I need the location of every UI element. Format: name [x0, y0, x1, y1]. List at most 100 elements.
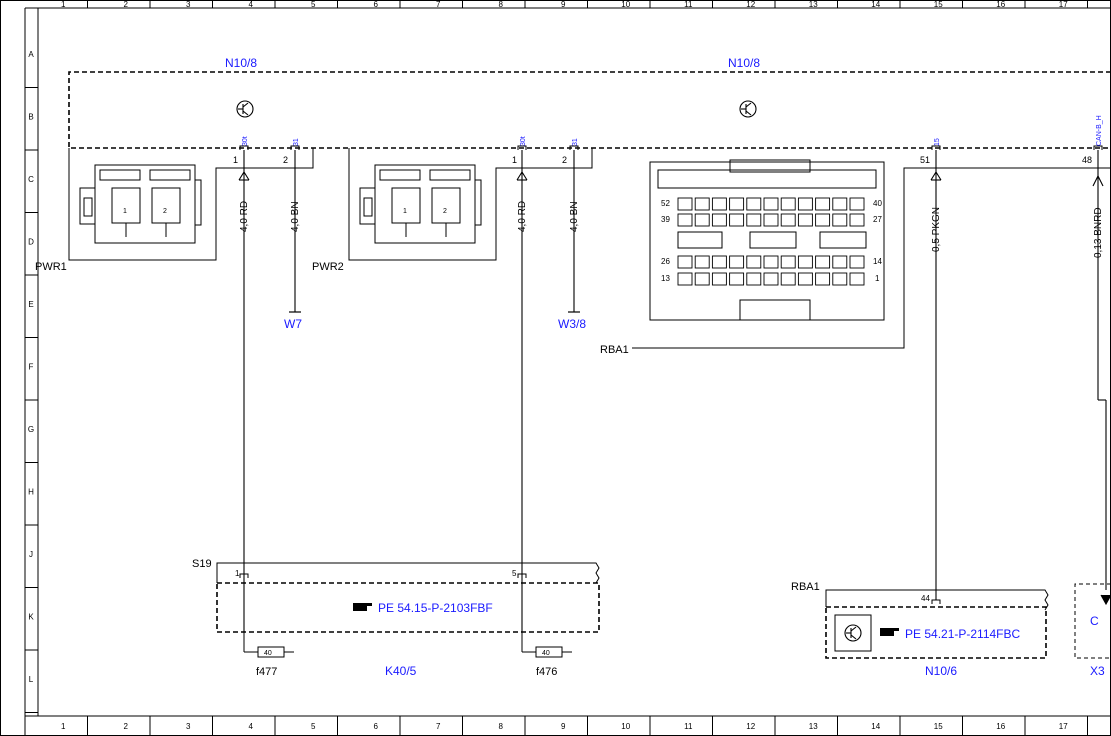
connector-label-pwr1: PWR1: [35, 261, 67, 273]
module-label-n10-6[interactable]: N10/6: [925, 664, 957, 678]
rba-cell: [849, 255, 865, 269]
connector-s19: [216, 562, 600, 584]
connector-label-s19: S19: [192, 558, 212, 570]
rba-pin-number: 52: [661, 199, 670, 208]
pin-number: 1: [235, 569, 240, 578]
rba-cell: [763, 197, 779, 211]
column-label: 13: [809, 0, 818, 9]
transistor-icon: [844, 624, 862, 642]
row-ticks: [25, 87, 38, 713]
pin-number: 48: [1082, 155, 1092, 165]
rba-cell: [711, 272, 727, 286]
column-label: 10: [621, 0, 630, 9]
column-label: 7: [436, 722, 441, 731]
rba-cell: [780, 197, 796, 211]
rba-cell: [832, 213, 848, 227]
rba-cell: [677, 255, 693, 269]
rba-cell: [797, 272, 813, 286]
rba-cell: [815, 213, 831, 227]
column-label: 12: [746, 0, 755, 9]
connector-rba1-cells: [677, 197, 865, 286]
column-label: 13: [809, 722, 818, 731]
terminal-label: CAN-B_H: [1096, 115, 1103, 146]
row-label: H: [28, 488, 34, 497]
rba-cell: [797, 197, 813, 211]
column-label: 9: [561, 0, 566, 9]
rba-cell: [849, 272, 865, 286]
column-label: 16: [996, 722, 1005, 731]
pin-number: 44: [921, 594, 930, 603]
column-label: 8: [499, 0, 504, 9]
column-label: 15: [934, 722, 943, 731]
rba-pin-number: 26: [661, 257, 670, 266]
pin-number: 51: [920, 155, 930, 165]
module-label-x3[interactable]: X3: [1090, 664, 1105, 678]
wires: [243, 150, 1107, 632]
rba-pin-number: 13: [661, 274, 670, 283]
rba-pin-number: 1: [875, 274, 880, 283]
plug-pin: 1: [403, 208, 407, 215]
column-label: 16: [996, 0, 1005, 9]
rba-cell: [849, 197, 865, 211]
transistor-icon: [739, 100, 757, 118]
row-label: L: [29, 675, 34, 684]
rba-pin-number: 40: [873, 199, 882, 208]
column-label: 5: [311, 722, 316, 731]
wire-label: 4,0 RD: [239, 201, 250, 232]
rba-cell: [832, 272, 848, 286]
fuse-f476: [521, 632, 572, 658]
rba-cell: [815, 255, 831, 269]
ground-label-w3-8[interactable]: W3/8: [558, 317, 586, 331]
column-label: 9: [561, 722, 566, 731]
rba-cell: [711, 255, 727, 269]
reference-link-1[interactable]: PE 54.15-P-2103FBF: [378, 601, 493, 615]
fuse-value: 40: [542, 650, 550, 657]
wire-label: 4,0 RD: [517, 201, 528, 232]
wire-label: 0,13 BNRD: [1093, 207, 1104, 258]
rba-cell: [746, 255, 762, 269]
column-label: 14: [871, 722, 880, 731]
rba-cell: [815, 197, 831, 211]
connector-rba1-bottom: [825, 589, 1049, 611]
wire-arrows: [238, 170, 1111, 606]
column-label: 6: [374, 0, 379, 9]
connector-pwr2: [348, 148, 593, 261]
rba-cell: [849, 213, 865, 227]
pin-number: 1: [233, 155, 238, 165]
row-label: F: [29, 363, 34, 372]
rba-cell: [694, 272, 710, 286]
row-label: G: [28, 425, 34, 434]
column-label: 11: [684, 722, 693, 731]
pin-number: 2: [283, 155, 288, 165]
rba-cell: [694, 255, 710, 269]
column-label: 17: [1059, 722, 1068, 731]
reference-link-3[interactable]: C: [1090, 614, 1099, 628]
module-label-n10-8-right[interactable]: N10/8: [728, 56, 760, 70]
rba-cell: [763, 255, 779, 269]
reference-link-2[interactable]: PE 54.21-P-2114FBC: [905, 627, 1021, 641]
pin-number: 2: [562, 155, 567, 165]
connector-label-pwr2: PWR2: [312, 261, 344, 273]
transistor-box: [834, 614, 872, 652]
terminal-markers: [239, 145, 1103, 150]
column-label: 3: [186, 722, 191, 731]
column-label: 2: [124, 722, 129, 731]
module-label-n10-8-left[interactable]: N10/8: [225, 56, 257, 70]
rba-cell: [746, 197, 762, 211]
module-n10-6-box: [825, 606, 1047, 659]
rba-cell: [711, 197, 727, 211]
ground-label-w7[interactable]: W7: [284, 317, 302, 331]
column-label: 4: [249, 722, 254, 731]
reference-hand-icon: [880, 628, 899, 636]
rba-cell: [729, 213, 745, 227]
column-label: 15: [934, 0, 943, 9]
row-label: C: [28, 175, 34, 184]
rba-cell: [797, 213, 813, 227]
plug-pin: 1: [123, 208, 127, 215]
column-label: 8: [499, 722, 504, 731]
module-label-k40-5[interactable]: K40/5: [385, 664, 417, 678]
